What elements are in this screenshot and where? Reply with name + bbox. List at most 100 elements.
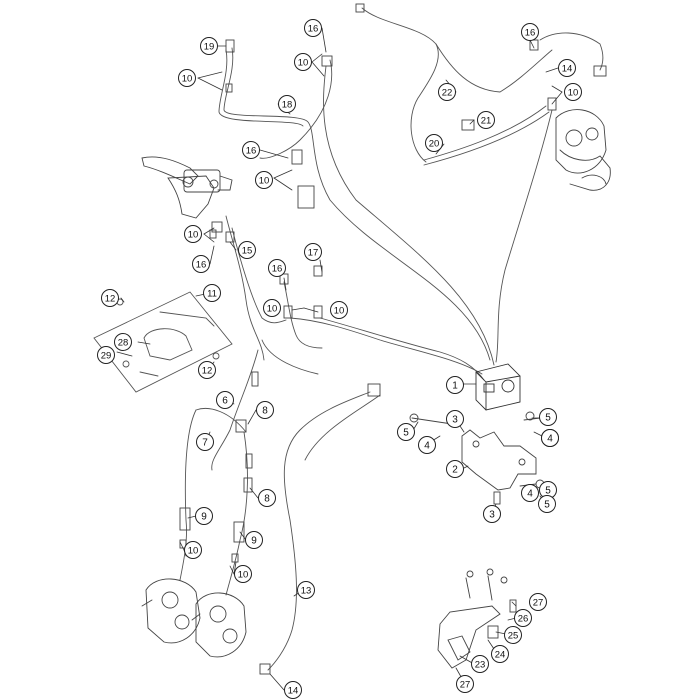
callout-number: 5 [403, 428, 409, 439]
callout-number: 16 [308, 24, 319, 35]
brake-line-22 [361, 7, 439, 163]
callout-number: 11 [207, 289, 217, 300]
callout-23: 23 [471, 655, 489, 673]
callout-circle [97, 346, 115, 364]
callout-number: 4 [547, 434, 553, 445]
callout-number: 10 [568, 88, 579, 99]
brake-line-right-fork [225, 431, 248, 596]
callout-circle [284, 681, 302, 699]
callout-10: 10 [255, 171, 273, 189]
callout-number: 7 [202, 438, 208, 449]
callout-number: 20 [429, 139, 440, 150]
callout-number: 5 [545, 413, 551, 424]
callout-9: 9 [245, 531, 263, 549]
callout-circle [192, 255, 210, 273]
callout-circle [477, 111, 495, 129]
callout-10: 10 [184, 225, 202, 243]
brake-line-20b [423, 111, 550, 166]
brake-line-top-center-long [323, 65, 495, 366]
callout-5: 5 [539, 408, 557, 426]
callout-circle [234, 565, 252, 583]
callout-28: 28 [114, 333, 132, 351]
callout-number: 10 [298, 58, 309, 69]
callout-10: 10 [294, 53, 312, 71]
callout-2: 2 [446, 460, 464, 478]
brake-lines [179, 7, 604, 671]
sensor-cable-13 [267, 391, 371, 671]
callout-circle [242, 141, 260, 159]
brake-line-18 [223, 47, 491, 361]
callout-18: 18 [278, 95, 296, 113]
callout-number: 25 [508, 631, 519, 642]
brake-line-to-abs-left [289, 317, 483, 375]
callout-circle [304, 19, 322, 37]
callout-circle [539, 408, 557, 426]
callout-circle [558, 59, 576, 77]
callout-circle [529, 593, 547, 611]
callout-number: 18 [282, 100, 293, 111]
callout-number: 10 [259, 176, 270, 187]
callout-circle [297, 581, 315, 599]
callout-number: 5 [544, 500, 550, 511]
callout-27: 27 [529, 593, 547, 611]
callout-number: 12 [202, 366, 213, 377]
callout-number: 14 [562, 64, 573, 75]
callout-circle [564, 83, 582, 101]
callout-13: 13 [297, 581, 315, 599]
callout-number: 27 [533, 598, 544, 609]
callout-circle [203, 284, 221, 302]
brake-line-15 [225, 215, 265, 361]
callout-circle [471, 655, 489, 673]
callout-number: 16 [196, 260, 207, 271]
callout-circle [258, 489, 276, 507]
callout-number: 17 [308, 248, 319, 259]
callout-10: 10 [178, 69, 196, 87]
callout-number: 9 [251, 536, 257, 547]
callout-circle [195, 507, 213, 525]
callout-circle [178, 69, 196, 87]
callout-circle [114, 333, 132, 351]
rear-brake-caliper [555, 65, 611, 191]
callout-number: 13 [301, 586, 312, 597]
callout-number: 29 [101, 351, 112, 362]
callout-4: 4 [418, 436, 436, 454]
callout-number: 21 [481, 116, 492, 127]
callout-16: 16 [242, 141, 260, 159]
callout-number: 3 [489, 510, 495, 521]
callout-19: 19 [200, 37, 218, 55]
callout-circle [216, 391, 234, 409]
callout-8: 8 [258, 489, 276, 507]
callout-21: 21 [477, 111, 495, 129]
callout-15: 15 [238, 241, 256, 259]
callout-8: 8 [256, 401, 274, 419]
callout-circle [278, 95, 296, 113]
callout-20: 20 [425, 134, 443, 152]
callout-circle [198, 361, 216, 379]
callout-circle [397, 423, 415, 441]
front-right-caliper [191, 592, 247, 658]
callout-circle [268, 259, 286, 277]
callout-circle [446, 460, 464, 478]
callout-16: 16 [268, 259, 286, 277]
callout-10: 10 [234, 565, 252, 583]
callout-25: 25 [504, 626, 522, 644]
callout-circle [294, 53, 312, 71]
callout-circle [438, 83, 456, 101]
callout-number: 10 [188, 230, 199, 241]
callout-27: 27 [456, 675, 474, 693]
callout-16: 16 [521, 23, 539, 41]
callout-1: 1 [446, 376, 464, 394]
abs-hydraulic-unit [475, 363, 521, 411]
brake-line-fork-cross [195, 408, 247, 433]
callout-circle [446, 410, 464, 428]
callout-number: 10 [334, 306, 345, 317]
callout-number: 26 [518, 614, 529, 625]
brake-line-14-top [539, 32, 604, 71]
callout-5: 5 [538, 495, 556, 513]
callout-number: 5 [545, 486, 551, 497]
callout-22: 22 [438, 83, 456, 101]
callout-7: 7 [196, 433, 214, 451]
brake-line-left-fork [179, 409, 197, 581]
callout-26: 26 [514, 609, 532, 627]
